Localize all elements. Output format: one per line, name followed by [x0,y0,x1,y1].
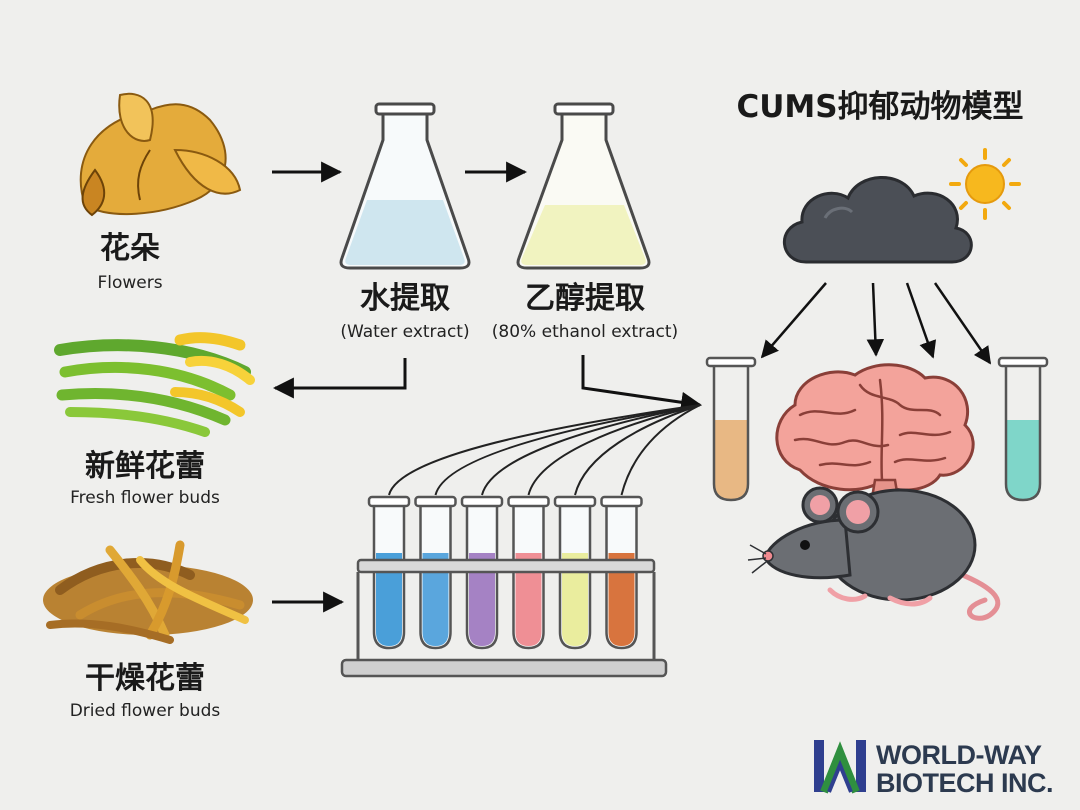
dried-buds-illustration [43,540,253,644]
teal-test-tube [997,356,1049,502]
flowers-label-cn: 花朵 [100,231,160,266]
mouse-icon [747,486,1001,621]
flower-illustration [79,92,242,217]
logo-line-1: WORLD-WAY [876,740,1042,770]
rack-test-tube [553,495,597,650]
connector-line [481,404,701,496]
connector-line [620,404,701,496]
water-extract-label-en: (Water extract) [340,322,470,342]
company-logo-mark [814,740,866,794]
arrow-ethanol-to-model [581,355,703,413]
rain-arrow-2 [866,282,885,357]
connector-line [434,404,701,496]
rain-arrow-3 [905,282,937,359]
rack-test-tube [507,495,550,650]
connector-line [574,404,701,496]
arrow-water-to-fresh-buds [272,358,407,399]
connector-line [527,404,701,496]
fresh-buds-label-en: Fresh flower buds [70,488,220,508]
rack-frame [340,558,668,678]
fresh-buds-label-cn: 新鲜花蕾 [85,449,205,484]
test-tube-rack [367,495,643,650]
brain-icon [775,363,975,512]
ethanol-extract-flask [516,102,651,270]
sun-icon [949,148,1021,220]
rain-arrow-1 [760,282,827,359]
ethanol-extract-label-en: (80% ethanol extract) [491,322,679,342]
rack-test-tube [367,495,411,650]
fresh-buds-illustration [54,332,255,437]
dried-buds-label-cn: 干燥花蕾 [85,661,205,696]
rack-test-tube [600,495,643,650]
ethanol-extract-label-cn: 乙醇提取 [525,281,645,316]
rain-arrow-4 [933,282,992,365]
rack-test-tube [460,495,504,650]
logo-line-2: BIOTECH INC. [876,768,1054,799]
storm-cloud-icon [783,176,973,264]
model-title: CUMS抑郁动物模型 [736,89,1024,125]
water-extract-label-cn: 水提取 [360,281,450,316]
company-logo-text: WORLD-WAY BIOTECH INC. [876,740,1054,799]
amber-test-tube [705,356,757,502]
connector-line [388,404,701,496]
rack-connector-lines [388,404,701,496]
dried-buds-label-en: Dried flower buds [69,701,221,721]
water-extract-flask [339,102,471,270]
rack-test-tube [414,495,457,650]
flowers-label-en: Flowers [97,273,163,293]
